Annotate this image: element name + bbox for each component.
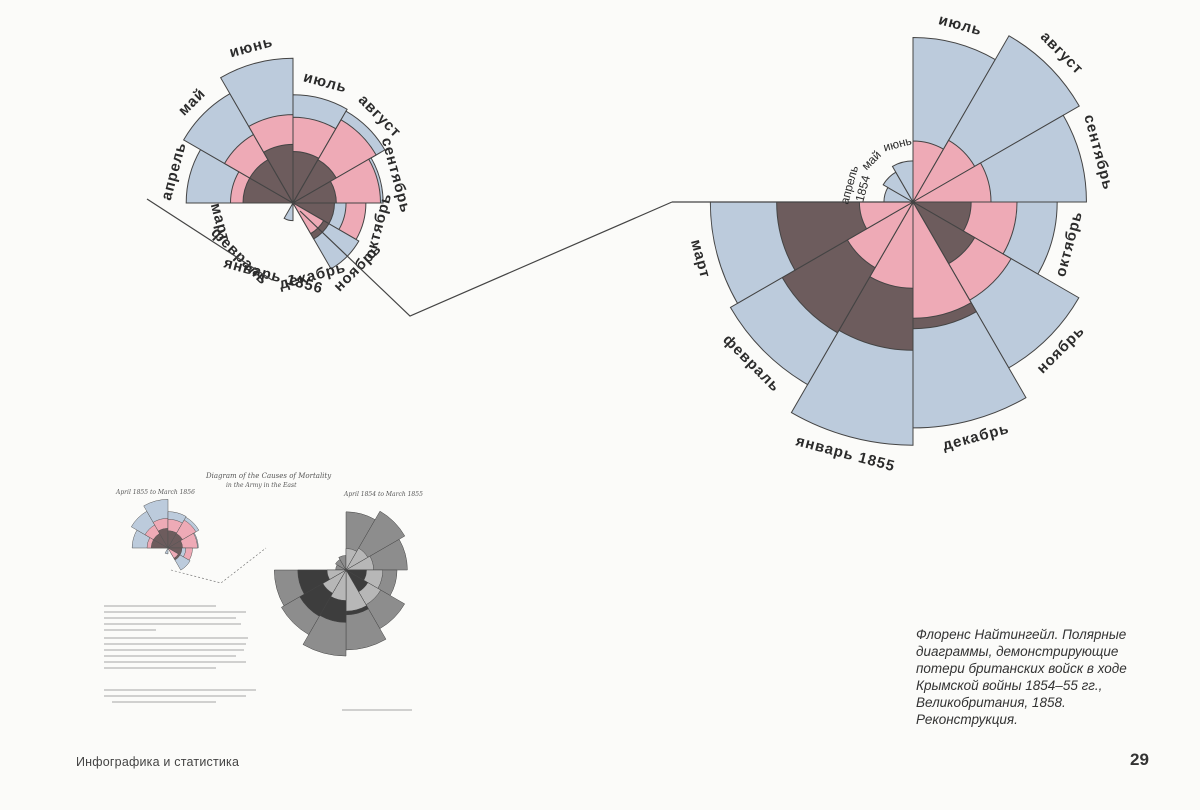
inset-chart-left xyxy=(130,499,200,571)
month-label-2: июнь xyxy=(228,33,275,61)
polar-chart-1854-55: апрель1854майиюньиюльавгустсентябрьоктяб… xyxy=(687,11,1117,475)
wedge-blue-9 xyxy=(283,201,294,222)
month-label-11: март xyxy=(687,238,714,281)
month-label-3: июль xyxy=(937,11,984,39)
section-title: Инфографика и статистика xyxy=(76,755,240,769)
inset-label-left: April 1855 to March 1856 xyxy=(115,489,195,496)
inset-label-right: April 1854 to March 1855 xyxy=(343,491,423,498)
inset-connector xyxy=(170,547,267,584)
left-chart-divider xyxy=(146,198,273,281)
inset-title: Diagram of the Causes of Mortality xyxy=(205,472,332,480)
inset-chart-right xyxy=(274,510,408,657)
caption-line: потери британских войск в ходе xyxy=(916,661,1127,676)
caption-line: Крымской войны 1854–55 гг., xyxy=(916,678,1103,693)
original-diagram-facsimile: Diagram of the Causes of Mortality in th… xyxy=(96,466,432,720)
wedge-pink-7 xyxy=(167,547,179,559)
month-label-1: май xyxy=(859,148,884,173)
caption-line: Реконструкция. xyxy=(916,712,1018,727)
month-label-0: апрель1854 xyxy=(838,164,875,209)
inset-subtitle: in the Army in the East xyxy=(226,482,297,489)
month-label-2: июнь xyxy=(882,134,913,155)
page-number: 29 xyxy=(1130,750,1149,769)
connector-line xyxy=(299,201,673,317)
caption-line: Флоренс Найтингейл. Полярные xyxy=(916,627,1127,642)
month-label-5: сентябрь xyxy=(1080,113,1116,192)
month-label-0: апрель xyxy=(158,140,190,202)
figure-caption: Флоренс Найтингейл. Полярные диаграммы, … xyxy=(916,626,1156,728)
inset-notes xyxy=(104,605,412,711)
caption-line: диаграммы, демонстрирующие xyxy=(916,644,1119,659)
polar-chart-1855-56: апрельмайиюньиюльавгустсентябрьоктябрьно… xyxy=(158,33,414,297)
month-label-6: октябрь xyxy=(1052,209,1086,279)
month-label-3: июль xyxy=(302,68,349,96)
wedge-blue-9 xyxy=(164,547,169,555)
caption-line: Великобритания, 1858. xyxy=(916,695,1066,710)
inset-wedge-pink-11 xyxy=(326,569,347,580)
